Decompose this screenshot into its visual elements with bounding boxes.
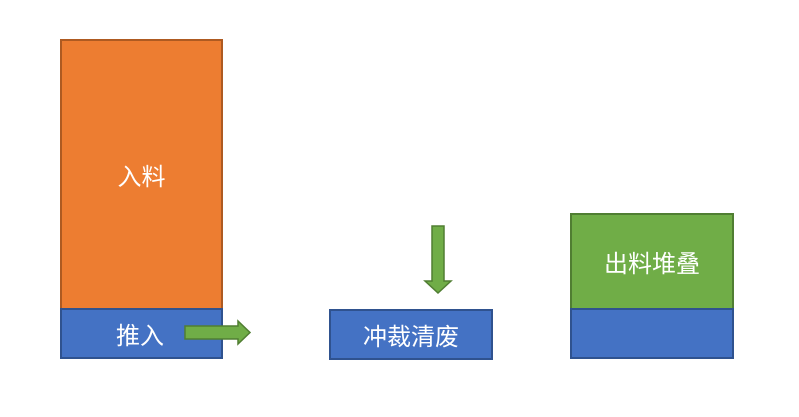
feed-label: 入料 — [117, 163, 166, 191]
right-arrow-icon — [184, 319, 252, 346]
punch-label: 冲裁清废 — [363, 323, 459, 351]
punch-block: 冲裁清废 — [329, 309, 493, 360]
push-label: 推入 — [116, 322, 164, 350]
feed-block: 入料 — [60, 39, 223, 310]
output-label: 出料堆叠 — [604, 250, 700, 278]
down-arrow-icon — [423, 225, 453, 295]
output-block: 出料堆叠 — [570, 213, 734, 310]
output-base-block — [570, 308, 734, 359]
